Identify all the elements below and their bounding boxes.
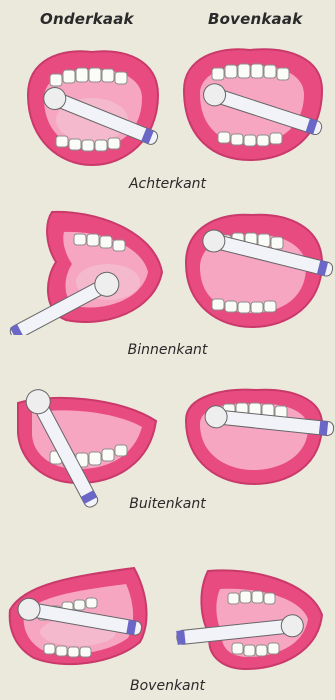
caption-binnenkant: Binnenkant bbox=[0, 342, 335, 358]
header-onderkaak: Onderkaak bbox=[40, 10, 134, 28]
illustration-lower-inner bbox=[4, 200, 169, 335]
header-bovenkaak: Bovenkaak bbox=[208, 10, 302, 28]
illustration-lower-back bbox=[20, 40, 165, 170]
illustration-upper-outer bbox=[176, 380, 335, 490]
caption-bovenkant: Bovenkant bbox=[0, 678, 335, 694]
illustration-lower-top bbox=[4, 560, 164, 675]
caption-buitenkant: Buitenkant bbox=[0, 496, 335, 512]
caption-achterkant: Achterkant bbox=[0, 176, 335, 192]
illustration-upper-inner bbox=[176, 205, 335, 335]
illustration-upper-back bbox=[178, 40, 328, 170]
illustration-upper-top bbox=[172, 565, 332, 675]
